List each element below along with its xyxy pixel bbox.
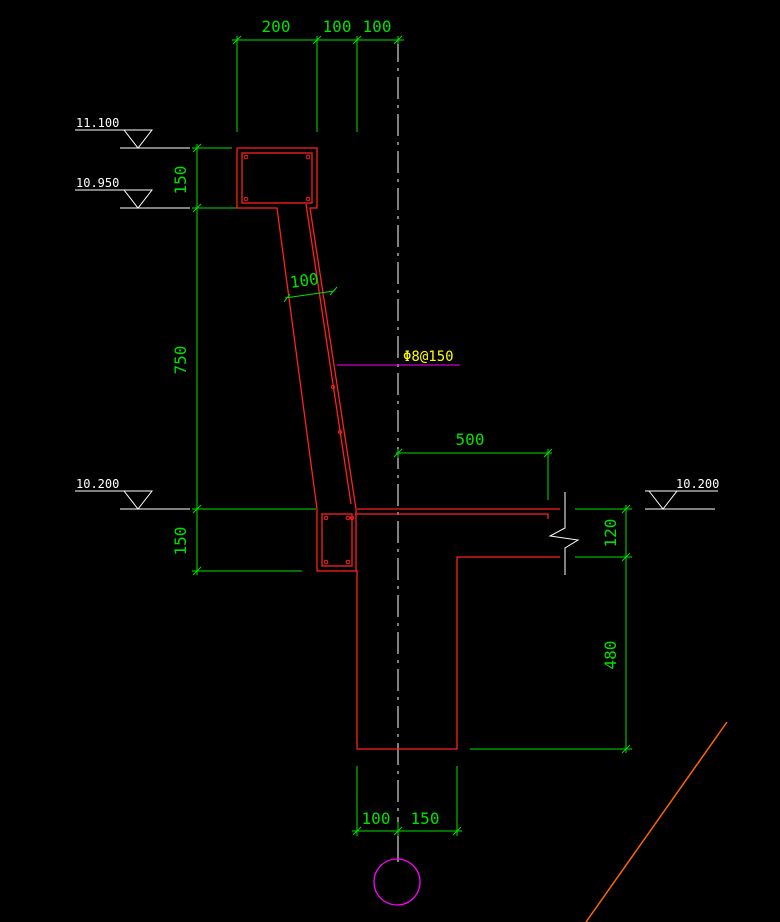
- level-right-base-label: 10.200: [676, 477, 719, 491]
- level-symbol-icon: [75, 129, 718, 510]
- panel-thickness-dimension: [283, 286, 338, 303]
- circle-axis-icon: [373, 858, 421, 906]
- break-line-icon: [548, 492, 580, 575]
- level-left-base-label: 10.200: [76, 477, 119, 491]
- dim-bottom-100: 100: [362, 809, 391, 828]
- dim-top-100-b: 100: [363, 17, 392, 36]
- top-dimension-chain: [232, 35, 404, 132]
- dim-bottom-150: 150: [411, 809, 440, 828]
- dim-panel-thickness-100: 100: [289, 269, 320, 292]
- bottom-dimension-chain: [352, 766, 462, 836]
- dim-slab-120: 120: [601, 519, 620, 548]
- level-second-label: 10.950: [76, 176, 119, 190]
- left-dimension-chain: [192, 143, 316, 576]
- rebar-label: Φ8@150: [403, 349, 454, 365]
- dim-wall-480: 480: [601, 641, 620, 670]
- level-top-label: 11.100: [76, 116, 119, 130]
- dim-top-200: 200: [262, 17, 291, 36]
- dim-panel-750: 750: [171, 346, 190, 375]
- slope-line: [585, 721, 728, 922]
- dim-slab-500: 500: [456, 430, 485, 449]
- dim-parapet-150: 150: [171, 166, 190, 195]
- dim-top-100-a: 100: [323, 17, 352, 36]
- slab-length-dimension: [393, 448, 553, 500]
- dim-beam-150: 150: [171, 527, 190, 556]
- right-dimension-chain: [470, 504, 632, 754]
- concrete-section-outline: [236, 147, 560, 750]
- rebar-dots: [243, 154, 354, 565]
